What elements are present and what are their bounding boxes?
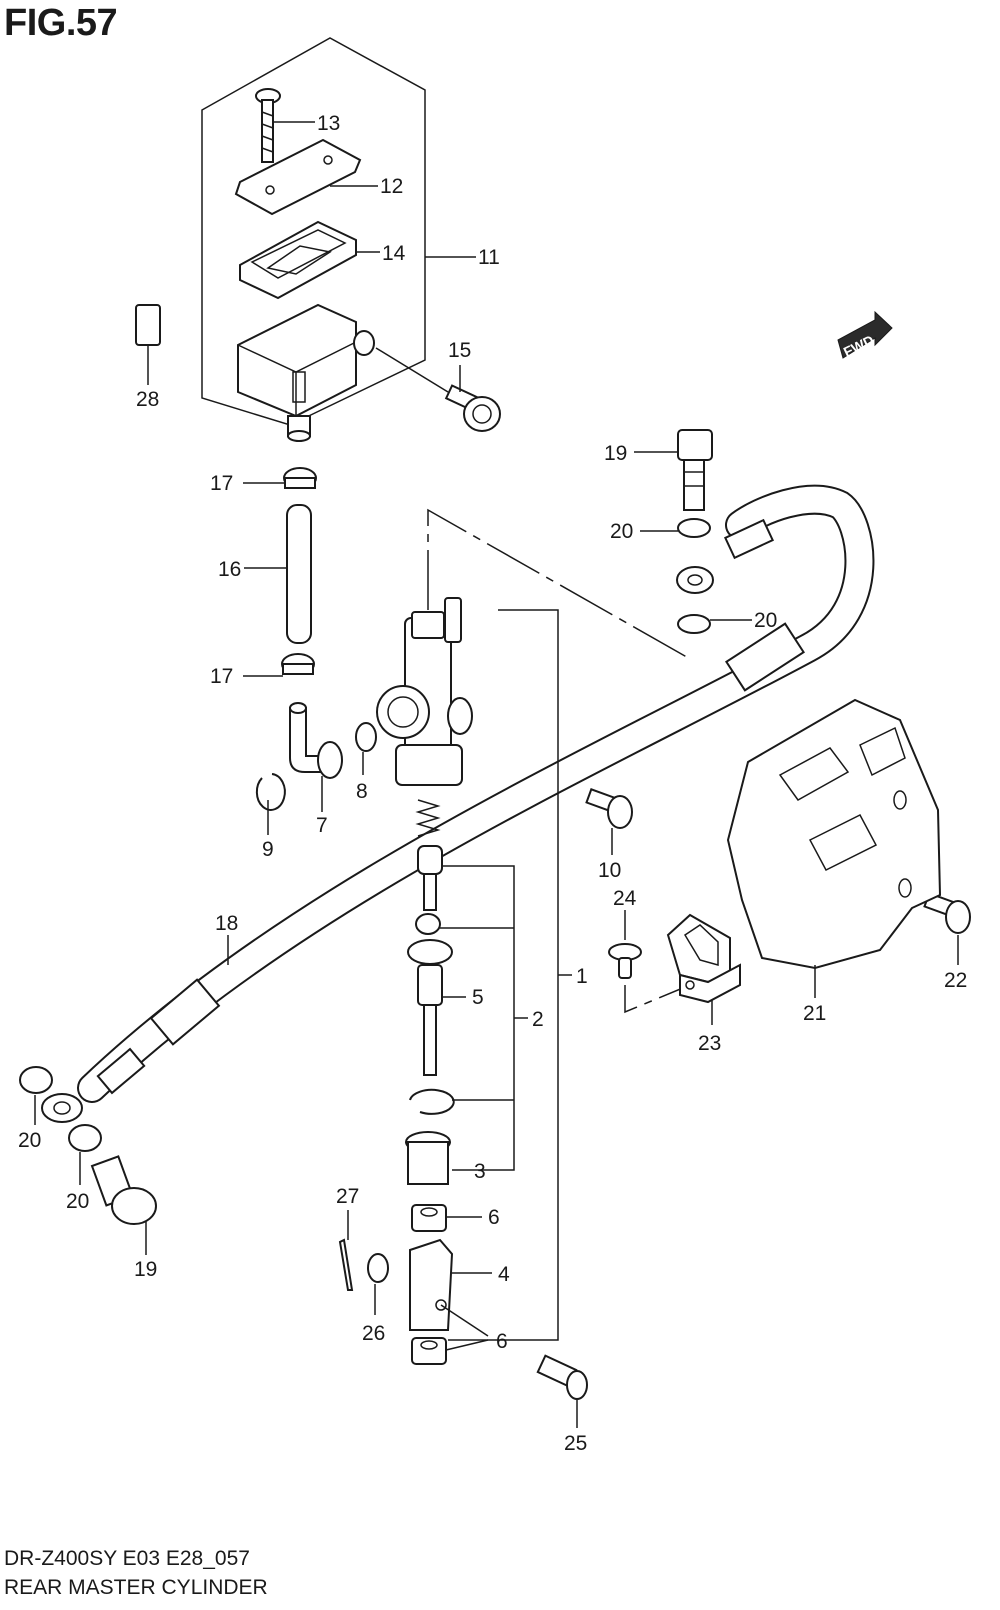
reservoir-group-outline — [201, 37, 426, 426]
part-17-clamp-1[interactable] — [283, 467, 317, 489]
callout-3: 3 — [474, 1160, 486, 1183]
part-17-clamp-2[interactable] — [281, 653, 315, 675]
callout-9: 9 — [262, 838, 274, 861]
part-19-banjo-bolt-top[interactable] — [677, 429, 713, 511]
callout-labels: 13 12 14 11 28 15 19 20 20 17 16 17 9 7 … — [18, 112, 967, 1455]
assembly-name: REAR MASTER CYLINDER — [4, 1576, 268, 1599]
part-24-rivet[interactable] — [608, 943, 642, 979]
callout-22: 22 — [944, 969, 967, 992]
callout-28: 28 — [136, 388, 159, 411]
part-25-pin[interactable] — [536, 1354, 588, 1400]
part-20-washer-2[interactable] — [677, 614, 711, 634]
part-6-nut-1[interactable] — [411, 1204, 447, 1232]
callout-12: 12 — [380, 175, 403, 198]
callout-14: 14 — [382, 242, 406, 265]
callout-5: 5 — [472, 986, 484, 1009]
part-16-tube[interactable] — [286, 504, 312, 644]
fwd-arrow-badge: FWD — [837, 310, 893, 360]
part-14-diaphragm[interactable] — [239, 220, 357, 300]
callout-26: 26 — [362, 1322, 385, 1345]
part-2-snap-ring[interactable] — [409, 1088, 455, 1115]
callout-2: 2 — [532, 1008, 544, 1031]
part-7-elbow[interactable] — [289, 702, 343, 779]
callout-21: 21 — [803, 1002, 826, 1025]
callout-25: 25 — [564, 1432, 587, 1455]
part-18-brake-hose[interactable] — [41, 484, 875, 1123]
part-27-cotter-pin[interactable] — [338, 1238, 354, 1291]
callout-20-d: 20 — [66, 1190, 89, 1213]
part-12-cap[interactable] — [234, 138, 362, 216]
part-6-nut-2[interactable] — [411, 1337, 447, 1365]
part-23-bracket[interactable] — [666, 913, 741, 1004]
part-20-washer-3[interactable] — [19, 1066, 53, 1094]
part-3-boot[interactable] — [405, 1131, 451, 1185]
part-11-reservoir[interactable] — [237, 303, 375, 442]
callout-11: 11 — [478, 246, 500, 269]
part-26-washer[interactable] — [367, 1253, 389, 1283]
callout-27: 27 — [336, 1185, 359, 1208]
callout-6-upper: 6 — [488, 1206, 500, 1229]
model-code: DR-Z400SY E03 E28_057 — [4, 1547, 250, 1570]
part-8-o-ring[interactable] — [355, 722, 377, 752]
callout-4: 4 — [498, 1263, 510, 1286]
callout-7: 7 — [316, 814, 328, 837]
part-22-screw[interactable] — [923, 892, 971, 934]
callout-19-top: 19 — [604, 442, 627, 465]
callout-18: 18 — [215, 912, 238, 935]
callout-19-bottom: 19 — [134, 1258, 157, 1281]
part-10-screw[interactable] — [585, 788, 633, 829]
part-4-clevis[interactable] — [409, 1238, 454, 1331]
callout-13: 13 — [317, 112, 340, 135]
callout-15: 15 — [448, 339, 471, 362]
connection-lines — [427, 508, 693, 1014]
part-19-banjo-bolt-bottom[interactable] — [90, 1155, 157, 1225]
part-28-label[interactable] — [135, 304, 161, 346]
part-20-washer-1[interactable] — [677, 518, 711, 538]
part-9-circlip[interactable] — [255, 773, 286, 811]
callout-20-c: 20 — [18, 1129, 41, 1152]
callout-1: 1 — [576, 965, 588, 988]
leader-lines — [34, 121, 959, 1428]
part-20-washer-4[interactable] — [68, 1124, 102, 1152]
part-2-piston-cup[interactable] — [417, 845, 443, 911]
part-5-push-rod[interactable] — [407, 939, 453, 1076]
callout-17-bottom: 17 — [210, 665, 233, 688]
part-21-guard[interactable] — [726, 698, 942, 970]
callout-20-b: 20 — [754, 609, 777, 632]
part-1-master-cylinder-body[interactable] — [376, 597, 473, 786]
part-15-bolt[interactable] — [444, 384, 501, 432]
callout-17-top: 17 — [210, 472, 233, 495]
figure-title: FIG.57 — [4, 2, 118, 44]
part-2-seal[interactable] — [415, 913, 441, 935]
callout-23: 23 — [698, 1032, 721, 1055]
callout-16: 16 — [218, 558, 241, 581]
callout-8: 8 — [356, 780, 368, 803]
callout-6-lower: 6 — [496, 1330, 508, 1353]
callout-24: 24 — [613, 887, 637, 910]
part-13-screw[interactable] — [255, 88, 281, 163]
callout-20-a: 20 — [610, 520, 633, 543]
callout-10: 10 — [598, 859, 621, 882]
part-2-piston-spring[interactable] — [415, 799, 441, 837]
